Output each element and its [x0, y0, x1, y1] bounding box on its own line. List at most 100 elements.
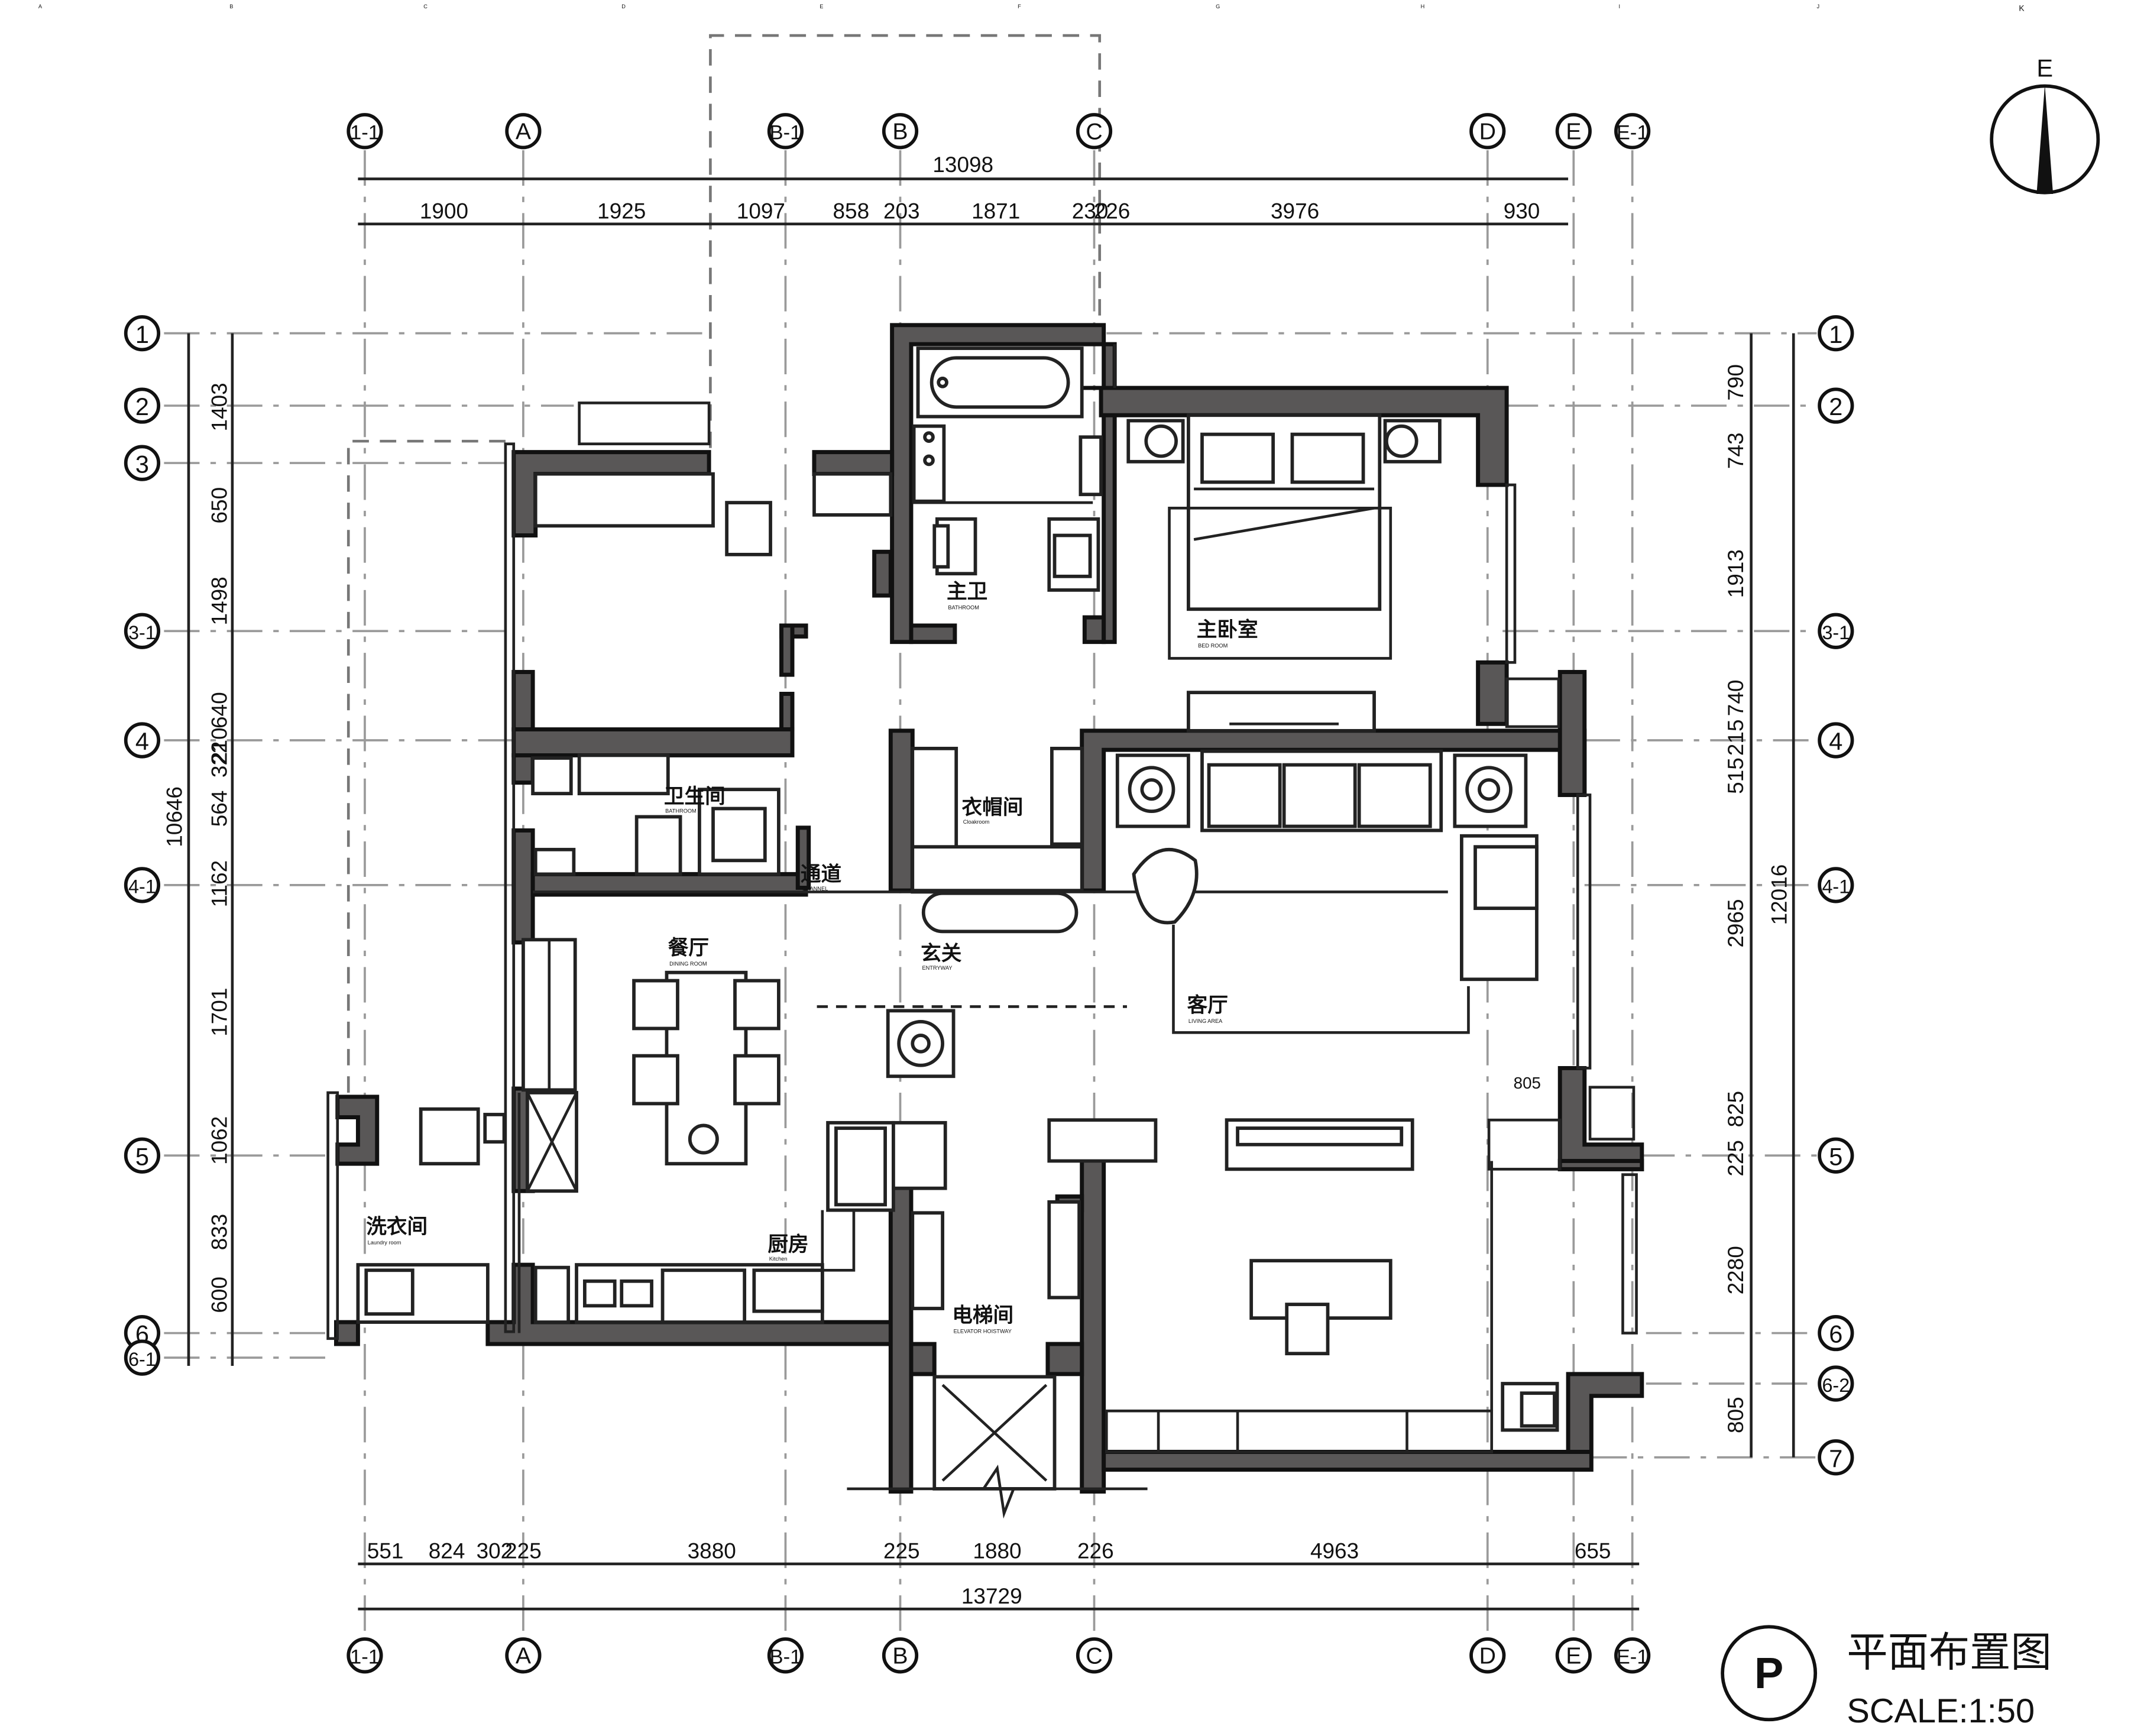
dim: 551	[367, 1539, 404, 1563]
dim: 210	[208, 727, 232, 764]
svg-text:E: E	[1566, 1643, 1581, 1669]
left-dimensions: 10646 1403 650 1498 640 210 564 322 1162…	[162, 383, 231, 1313]
room-name: 通道	[801, 863, 842, 886]
right-axis-bubbles: 1 2 3-1 4 4-1 5 6 6-2 7	[1818, 315, 1854, 1476]
svg-text:3: 3	[135, 450, 149, 478]
dim: 226	[1077, 1539, 1114, 1563]
room-name: 主卧室	[1197, 618, 1258, 642]
room-name: 洗衣间	[366, 1215, 428, 1239]
svg-text:E-1: E-1	[1617, 122, 1649, 144]
left-axis-bubbles: 1 2 3 3-1 4 4-1 5 6 6-1	[124, 315, 161, 1376]
dim-overall: 10646	[162, 786, 186, 847]
svg-text:A: A	[516, 119, 532, 145]
room-name: 厨房	[767, 1233, 808, 1256]
room-name-en: DINING ROOM	[669, 961, 707, 967]
svg-text:1: 1	[135, 320, 149, 348]
dim: 805	[1514, 1074, 1541, 1092]
dashed-outlines	[346, 34, 1102, 1093]
axis-bubble: E-1	[1614, 1637, 1651, 1674]
dim: 1900	[420, 199, 468, 224]
svg-text:1: 1	[1829, 320, 1842, 348]
dim: 1913	[1724, 549, 1748, 598]
room-name: 卫生间	[664, 785, 726, 808]
room-name-en: Kitchen	[769, 1256, 788, 1262]
dim-overall: 12016	[1767, 864, 1792, 925]
dim: 3976	[1271, 199, 1319, 224]
axis-bubble: D	[1469, 113, 1506, 150]
svg-text:6: 6	[1829, 1320, 1842, 1348]
room-labels: 主卫 BATHROOM 主卧室 BED ROOM 卫生间 BATHROOM 衣帽…	[366, 580, 1258, 1335]
dim: 640	[208, 692, 232, 728]
axis-bubble: 4	[1818, 722, 1854, 759]
axis-bubble: 1-1	[346, 113, 383, 150]
axis-bubble: E	[1555, 1637, 1592, 1674]
svg-text:C: C	[1086, 119, 1102, 145]
dim: 824	[429, 1539, 465, 1563]
dim: 2280	[1724, 1246, 1748, 1294]
dim: 740	[1724, 680, 1748, 717]
room-name-en: BATHROOM	[665, 808, 697, 814]
svg-text:A: A	[516, 1643, 532, 1669]
svg-text:4: 4	[135, 727, 149, 755]
axis-bubble: 6-2	[1818, 1365, 1854, 1402]
ruler-letter: G	[1216, 4, 1220, 9]
ruler-letter: J	[1816, 4, 1819, 9]
dim: 225	[883, 1539, 920, 1563]
axis-bubble: 5	[124, 1137, 161, 1174]
ruler-letter: F	[1018, 4, 1021, 9]
dim: 226	[1094, 199, 1131, 224]
room-name: 主卫	[947, 580, 987, 604]
ruler-letter: H	[1421, 4, 1425, 9]
axis-bubble: 7	[1818, 1439, 1854, 1476]
dim-overall: 13729	[961, 1584, 1022, 1608]
ruler-letter: D	[621, 4, 626, 9]
svg-text:5: 5	[135, 1142, 149, 1170]
top-ruler: A B C D E F G H I J K	[38, 3, 2025, 12]
dim: 302	[477, 1539, 513, 1563]
room-name-en: LIVING AREA	[1188, 1018, 1223, 1024]
dim: 805	[1724, 1397, 1748, 1433]
dim: 203	[883, 199, 920, 224]
room-name: 衣帽间	[961, 796, 1023, 820]
ruler-letter: C	[423, 4, 428, 9]
dim: 225	[1724, 1140, 1748, 1177]
axis-bubble: B	[882, 113, 919, 150]
svg-text:4: 4	[1829, 727, 1842, 755]
dim: 650	[208, 487, 232, 524]
dim: 1097	[737, 199, 785, 224]
bottom-axis-bubbles: 1-1 A B-1 B C D E E-1	[346, 1637, 1651, 1674]
dim: 230	[1072, 199, 1109, 224]
dim: 655	[1575, 1539, 1611, 1563]
svg-text:7: 7	[1829, 1444, 1842, 1472]
ruler-letter: B	[229, 4, 233, 9]
dim: 322	[208, 741, 232, 778]
drawing-scale: SCALE:1:50	[1847, 1692, 2035, 1730]
north-arrow-icon: E	[1990, 54, 2100, 195]
axis-bubble: B-1	[767, 113, 804, 150]
svg-text:2: 2	[1829, 393, 1842, 420]
dim: 2965	[1724, 899, 1748, 947]
axis-bubble: 5	[1818, 1137, 1854, 1174]
room-name-en: BATHROOM	[948, 604, 979, 610]
room-name: 餐厅	[668, 937, 709, 960]
svg-text:6-1: 6-1	[128, 1349, 156, 1370]
axis-bubble: 4	[124, 722, 161, 759]
svg-text:B-1: B-1	[770, 1646, 802, 1669]
furniture	[356, 346, 1559, 1519]
dimension-lines	[187, 177, 1795, 1611]
dim: 930	[1504, 199, 1540, 224]
axis-bubble: C	[1076, 1637, 1113, 1674]
axis-bubble: 6-1	[124, 1339, 161, 1376]
axis-bubble: 6	[1818, 1314, 1854, 1352]
svg-text:3-1: 3-1	[1822, 622, 1850, 643]
right-dimensions: 12016 790 743 1913 740 215 515 2965 825 …	[1514, 364, 1792, 1433]
dim: 225	[505, 1539, 542, 1563]
top-axis-bubbles: 1-1 A B-1 B C D E E-1	[346, 113, 1651, 150]
dim: 833	[208, 1214, 232, 1251]
dim: 743	[1724, 432, 1748, 469]
dim: 1925	[597, 199, 646, 224]
axis-bubble: B-1	[767, 1637, 804, 1674]
ruler-letter: E	[820, 4, 823, 9]
